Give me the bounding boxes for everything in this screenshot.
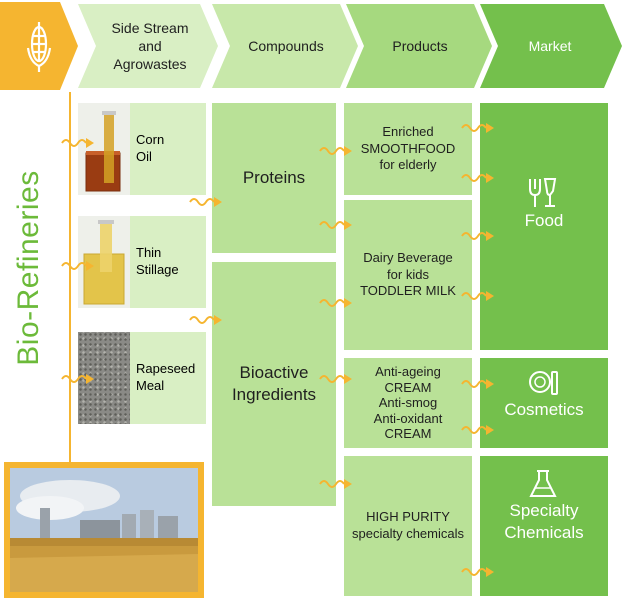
header-step-products: Products — [366, 4, 474, 88]
cosmetics-icon — [529, 371, 558, 395]
header-chevrons — [0, 2, 622, 90]
corn-icon — [26, 22, 52, 72]
compound-box-bioactive: Bioactive Ingredients — [212, 262, 336, 506]
header-step-label: Side Stream and Agrowastes — [111, 19, 189, 73]
product-box-toddler-milk: Dairy Beverage for kids TODDLER MILK — [344, 200, 472, 350]
header-step-4-shape — [480, 4, 622, 88]
rapeseed-meal-photo — [78, 332, 130, 424]
header-step-side-stream: Side Stream and Agrowastes — [100, 4, 200, 88]
header-step-1-shape — [78, 4, 218, 88]
product-box-chemicals: HIGH PURITY specialty chemicals — [344, 456, 472, 596]
flask-icon — [529, 470, 557, 497]
source-label: Corn Oil — [136, 132, 165, 164]
product-label: HIGH PURITY specialty chemicals — [352, 509, 464, 541]
compound-label: Proteins — [242, 168, 306, 187]
source-label: Thin Stillage — [136, 245, 179, 277]
header-step-label: Products — [392, 37, 448, 54]
header-step-3-shape — [346, 4, 492, 88]
product-label: Anti-ageing CREAM Anti-smog Anti-oxidant… — [373, 364, 443, 442]
header-step-label: Compounds — [248, 37, 324, 54]
compound-box-proteins: Proteins — [212, 103, 336, 253]
product-box-cream: Anti-ageing CREAM Anti-smog Anti-oxidant… — [344, 358, 472, 448]
market-box-specialty: Specialty Chemicals — [480, 456, 608, 596]
product-label: Dairy Beverage for kids TODDLER MILK — [360, 249, 456, 299]
beaker-icon — [83, 220, 125, 305]
header-step-market: Market — [498, 4, 602, 88]
product-label: Enriched SMOOTHFOOD for elderly — [360, 123, 456, 173]
side-title: Bio-Refineries — [12, 170, 45, 366]
fork-glass-icon — [529, 178, 557, 207]
connector-line — [69, 92, 71, 464]
refinery-photo — [10, 468, 198, 592]
refinery-photo-frame — [4, 462, 204, 598]
source-label: Rapeseed Meal — [136, 361, 196, 393]
source-box-thin-stillage: Thin Stillage — [78, 216, 206, 308]
market-box-cosmetics: Cosmetics — [480, 358, 608, 448]
market-label: Specialty Chemicals — [504, 501, 584, 543]
market-box-food: Food — [480, 103, 608, 350]
header-step-2-shape — [212, 4, 358, 88]
market-label: Cosmetics — [504, 400, 584, 419]
corn-oil-photo — [78, 103, 130, 195]
market-label: Food — [524, 211, 564, 230]
source-box-rapeseed-meal: Rapeseed Meal — [78, 332, 206, 424]
thin-stillage-photo — [78, 216, 130, 308]
product-box-smoothfood: Enriched SMOOTHFOOD for elderly — [344, 103, 472, 195]
beaker-icon — [85, 111, 121, 192]
source-box-corn-oil: Corn Oil — [78, 103, 206, 195]
header-step-compounds: Compounds — [232, 4, 340, 88]
compound-label: Bioactive Ingredients — [231, 362, 317, 404]
header-step-label: Market — [528, 37, 572, 54]
